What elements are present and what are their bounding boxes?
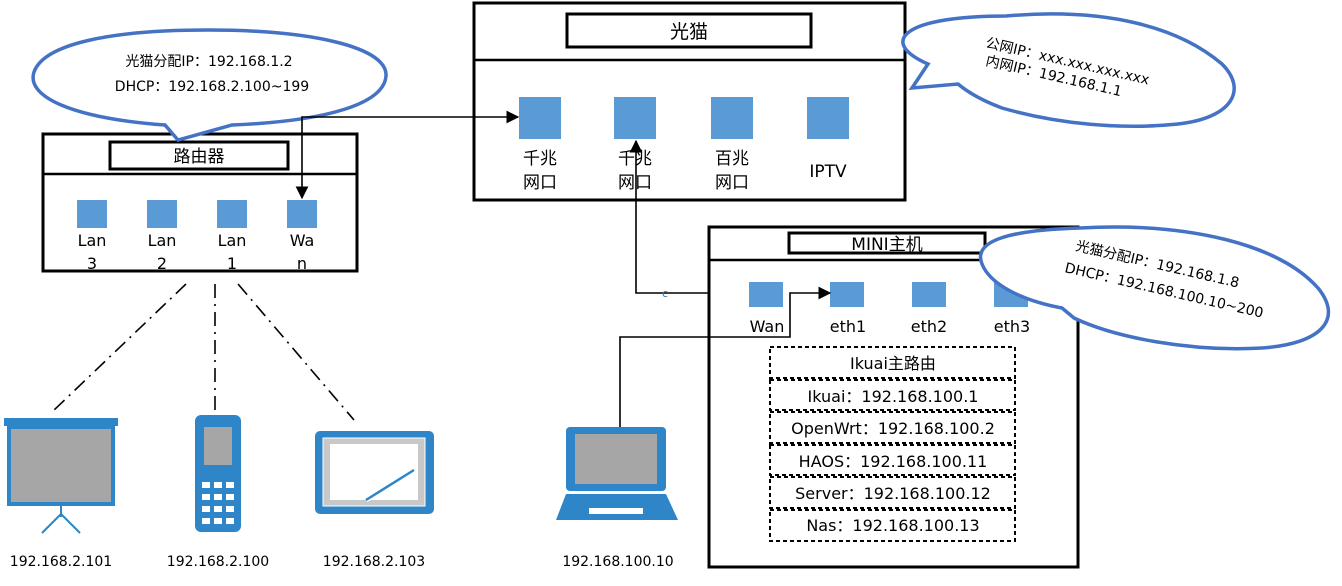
modem-port-iptv-label: IPTV xyxy=(809,162,847,182)
modem-port-1-label-b: 网口 xyxy=(523,173,557,193)
router-port-lan1 xyxy=(217,200,247,228)
phone-keypad xyxy=(202,482,234,524)
router-title-box xyxy=(108,140,290,171)
modem-port-3-label-b: 网口 xyxy=(715,173,749,193)
modem-bubble: 公网IP：xxx.xxx.xxx.xxx 内网IP：192.168.1.1 xyxy=(901,12,1236,129)
router-lan2-label-b: 2 xyxy=(157,254,167,273)
connections xyxy=(295,110,832,464)
laptop-base xyxy=(556,494,678,520)
service-row-6-border xyxy=(769,509,1016,542)
router-bubble-line2: DHCP：192.168.2.100~199 xyxy=(115,79,309,95)
stray-label: c xyxy=(662,287,668,300)
lan-links xyxy=(51,283,355,421)
mobile-phone-icon xyxy=(195,415,241,532)
mini-port-wan xyxy=(749,282,783,307)
laptop-touchpad xyxy=(589,508,643,514)
projector-screen-icon xyxy=(4,418,118,534)
modem-port-3 xyxy=(711,97,753,139)
service-row-5-border xyxy=(769,476,1016,509)
router-lan1-label-a: Lan xyxy=(218,231,247,250)
router-bubble: 光猫分配IP：192.168.1.2 DHCP：192.168.2.100~19… xyxy=(31,28,388,142)
modem-port-iptv xyxy=(807,97,849,139)
router-port-lan3 xyxy=(77,200,107,228)
phone-key xyxy=(214,506,222,512)
router-wan-to-modem-link xyxy=(295,110,520,200)
tablet-screen-grid xyxy=(330,444,418,500)
router-port-wan xyxy=(287,200,317,228)
router-title: 路由器 xyxy=(174,147,225,167)
router-wan-label-b: n xyxy=(297,254,307,273)
modem-port-2 xyxy=(614,97,656,139)
phone-key xyxy=(214,482,222,488)
lan1-dashed-link xyxy=(237,283,355,421)
service-server: Server：192.168.100.12 xyxy=(795,484,991,503)
modem-port-3-label-a: 百兆 xyxy=(715,149,749,169)
router-wan-label-a: Wa xyxy=(290,231,315,250)
mini-port-eth3-label: eth3 xyxy=(994,317,1030,336)
phone-key xyxy=(214,494,222,500)
device-ip-projector: 192.168.2.101 xyxy=(10,554,112,570)
modem-port-2-label-a: 千兆 xyxy=(618,149,652,169)
mini-port-eth1 xyxy=(830,282,864,307)
mini-bubble: 光猫分配IP：192.168.1.8 DHCP：192.168.100.10~2… xyxy=(978,225,1331,351)
mini-host-title-box xyxy=(787,231,987,255)
service-openwrt: OpenWrt：192.168.100.2 xyxy=(791,419,995,438)
router-port-lan2 xyxy=(147,200,177,228)
phone-screen xyxy=(204,427,232,465)
mini-host-title: MINI主机 xyxy=(851,235,922,255)
mini-port-eth2-label: eth2 xyxy=(911,317,947,336)
device-ip-laptop: 192.168.100.10 xyxy=(562,554,673,570)
mini-port-wan-label: Wan xyxy=(750,317,785,336)
service-haos: HAOS：192.168.100.11 xyxy=(799,452,988,471)
projector-screen-leg-right xyxy=(60,513,81,534)
lan3-dashed-link xyxy=(51,283,187,413)
laptop-icon xyxy=(556,427,678,520)
modem-bubble-shape xyxy=(901,12,1236,129)
modem-port-1-label-a: 千兆 xyxy=(523,149,557,169)
phone-key xyxy=(202,494,210,500)
phone-key xyxy=(226,506,234,512)
laptop-screen xyxy=(575,434,657,484)
modem-title: 光猫 xyxy=(670,21,708,43)
device-ip-tablet: 192.168.2.103 xyxy=(323,554,425,570)
router-lan2-label-a: Lan xyxy=(148,231,177,250)
phone-key xyxy=(226,494,234,500)
phone-key xyxy=(202,482,210,488)
phone-key xyxy=(202,518,210,524)
router-lan3-label-b: 3 xyxy=(87,254,97,273)
mini-eth1-to-laptop-link xyxy=(613,286,832,464)
service-row-1-border xyxy=(769,346,1016,379)
router-lan1-label-b: 1 xyxy=(227,254,237,273)
service-nas: Nas：192.168.100.13 xyxy=(806,516,979,535)
service-ikuai: Ikuai：192.168.100.1 xyxy=(808,387,979,406)
projector-screen-roller xyxy=(4,418,118,426)
mini-port-eth2 xyxy=(912,282,946,307)
projector-screen-surface xyxy=(11,429,111,502)
modem-title-box xyxy=(565,12,813,49)
phone-key xyxy=(202,506,210,512)
mini-bubble-shape xyxy=(978,225,1331,351)
service-row-3-border xyxy=(769,411,1016,444)
router-box: 路由器 Lan 3 Lan 2 Lan 1 Wa n xyxy=(41,132,359,273)
router-lan3-label-a: Lan xyxy=(78,231,107,250)
service-header: Ikuai主路由 xyxy=(850,354,936,373)
modem-box: 光猫 千兆 网口 千兆 网口 百兆 网口 IPTV xyxy=(472,1,907,202)
device-ip-phone: 192.168.2.100 xyxy=(167,554,269,570)
mini-port-eth1-label: eth1 xyxy=(830,317,866,336)
tablet-pen-line xyxy=(365,468,415,502)
router-bubble-line1: 光猫分配IP：192.168.1.2 xyxy=(125,54,292,70)
phone-key xyxy=(226,482,234,488)
phone-key xyxy=(214,518,222,524)
modem-port-1 xyxy=(519,97,561,139)
tablet-pen-icon xyxy=(315,431,434,514)
projector-screen-leg-left xyxy=(41,513,62,534)
modem-port-2-label-b: 网口 xyxy=(618,173,652,193)
phone-key xyxy=(226,518,234,524)
